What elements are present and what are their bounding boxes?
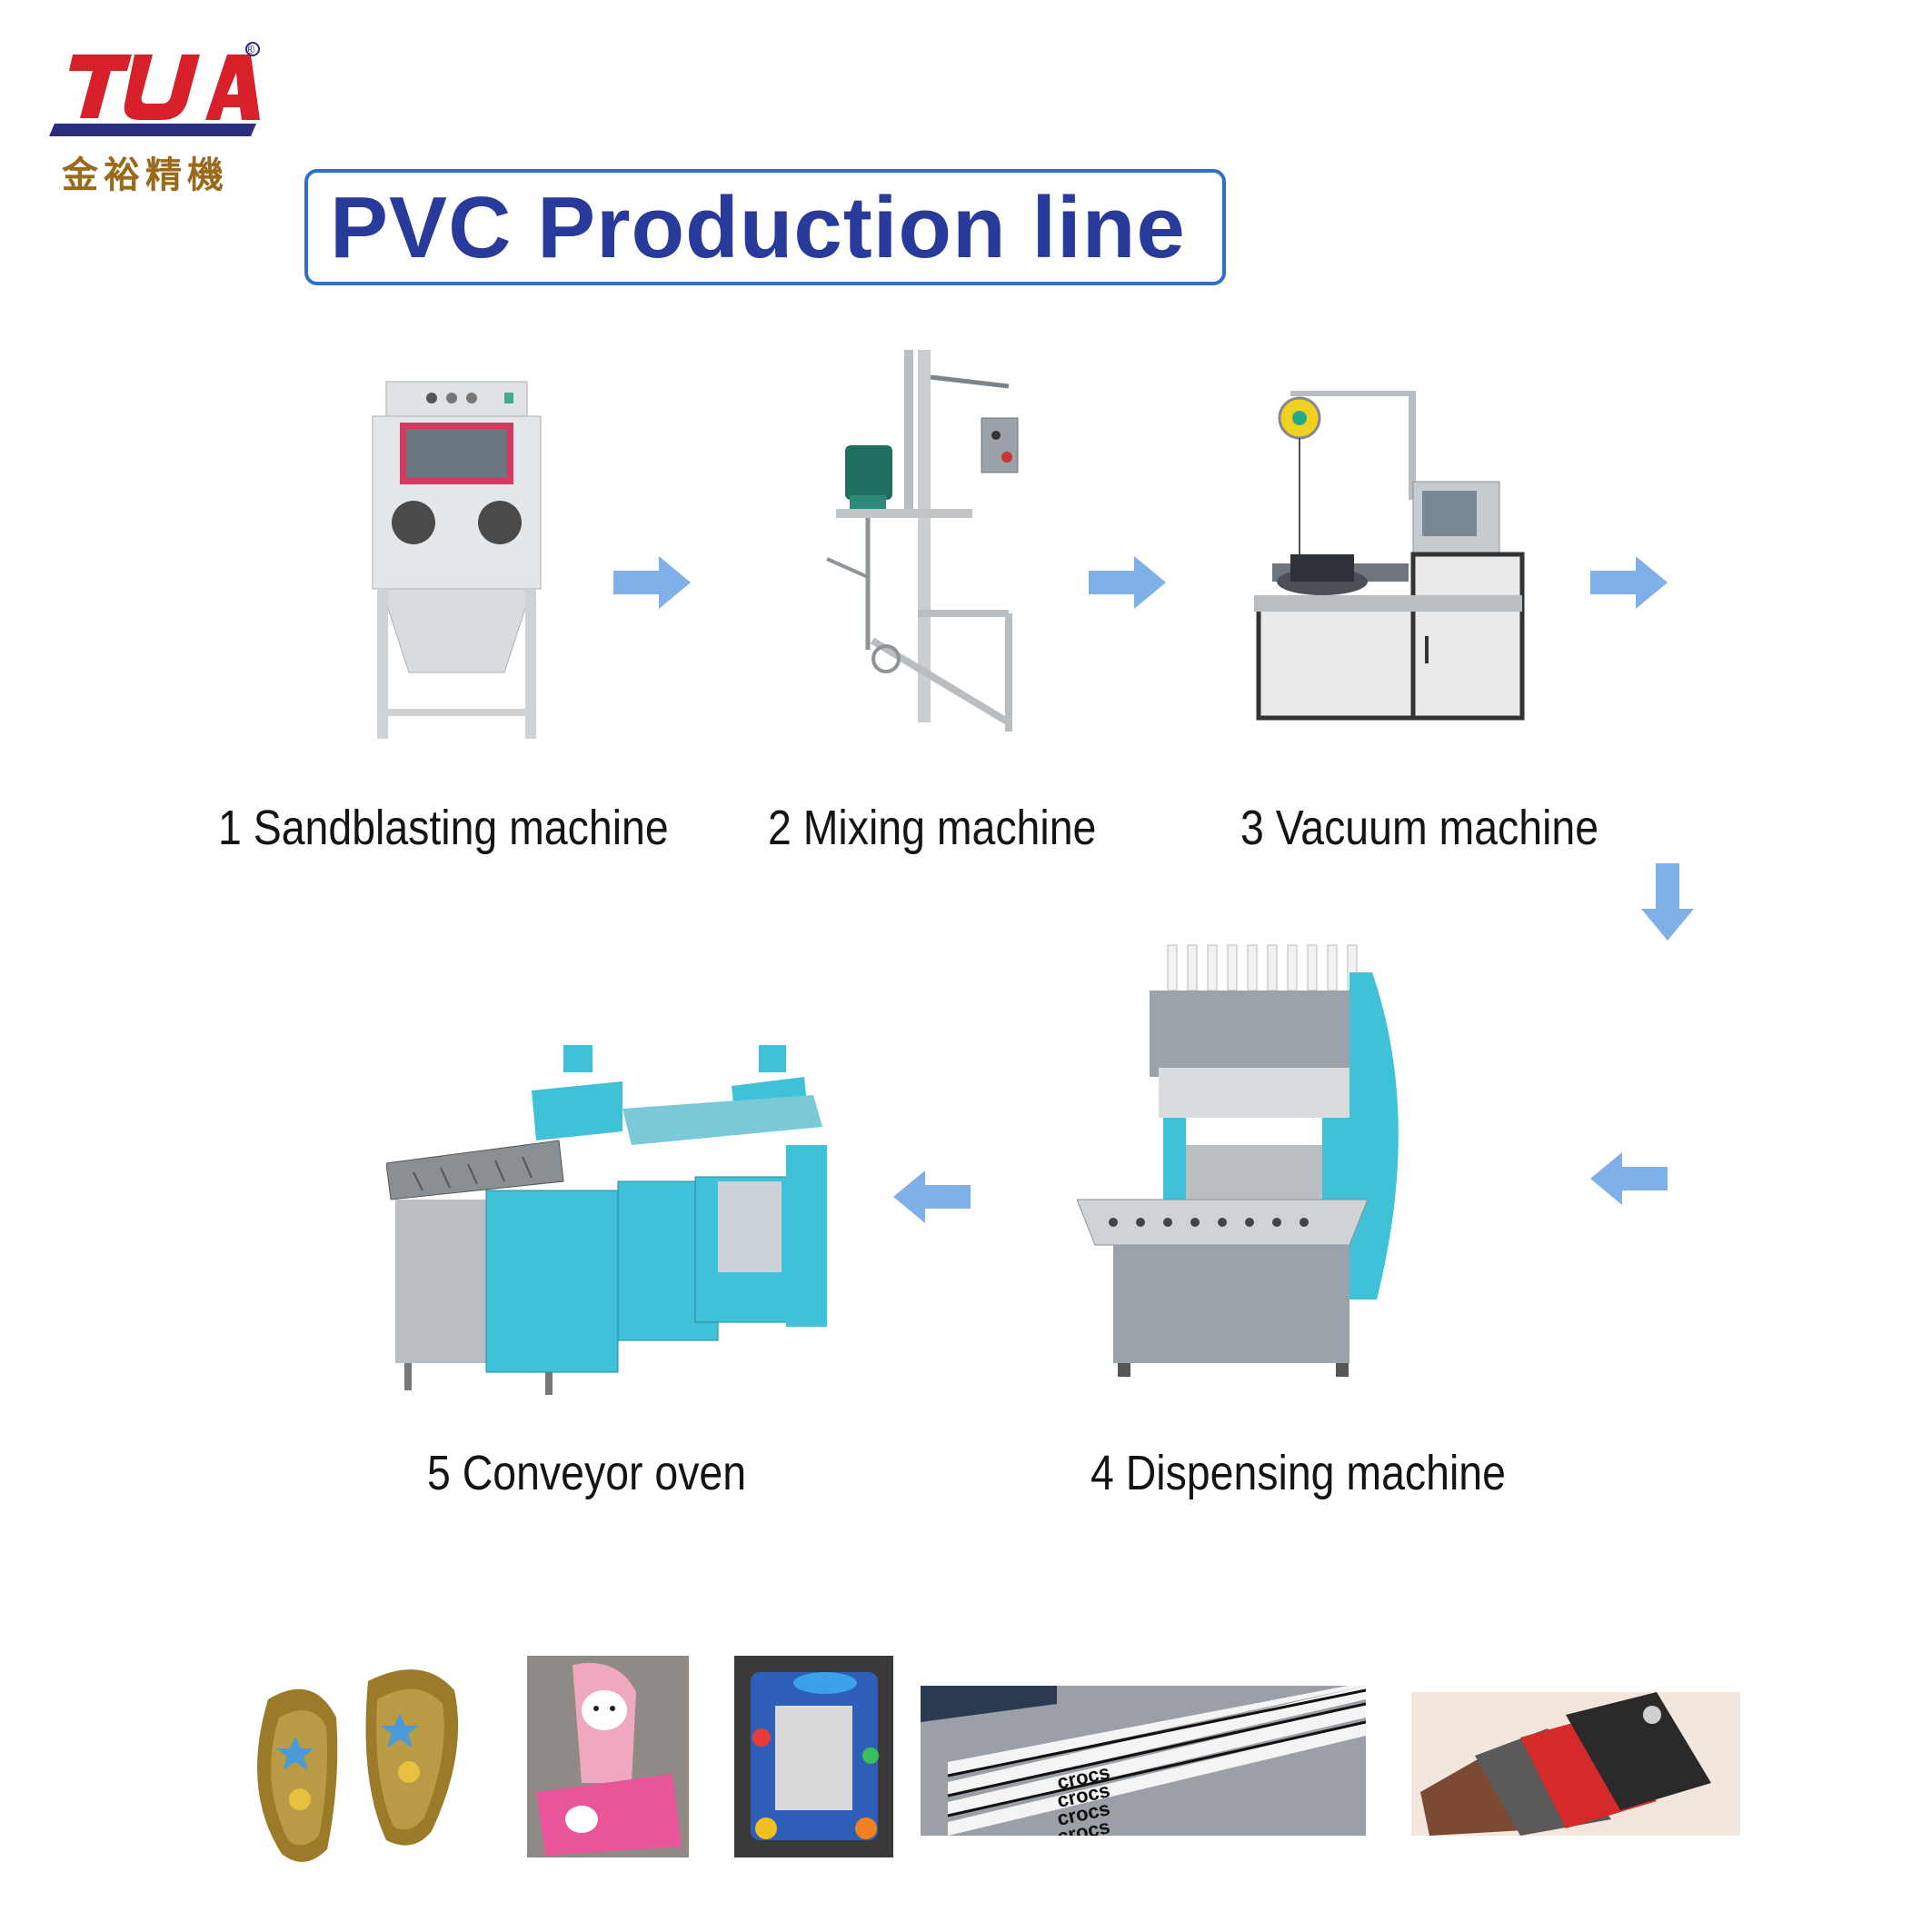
- arrow-right-icon: [1590, 556, 1668, 609]
- step-label-dispensing: 4 Dispensing machine: [1090, 1446, 1506, 1500]
- arrow-right-icon: [613, 556, 691, 609]
- step-label-conveyor-oven: 5 Conveyor oven: [427, 1446, 747, 1500]
- dispensing-machine-image: [1077, 936, 1422, 1381]
- step-label-sandblasting: 1 Sandblasting machine: [218, 801, 669, 855]
- product-crocs-tape-image: crocs crocs crocs crocs: [921, 1686, 1366, 1836]
- title-box: PVC Production line: [304, 169, 1226, 285]
- mixing-machine-image: [818, 341, 1027, 745]
- logo-chinese-text: 金裕精機: [62, 154, 229, 196]
- arrow-left-icon: [893, 1170, 971, 1223]
- page-title: PVC Production line: [330, 179, 1186, 276]
- step-label-vacuum: 3 Vacuum machine: [1240, 801, 1599, 855]
- brand-logo: ® 金裕精機: [45, 36, 264, 196]
- product-sandal-insoles-image: [232, 1654, 477, 1872]
- arrow-right-icon: [1089, 556, 1166, 609]
- jua-logo-mark: [49, 42, 260, 136]
- product-kids-slipper-image: [527, 1656, 689, 1857]
- arrow-left-icon: [1590, 1152, 1668, 1205]
- step-label-mixing: 2 Mixing machine: [768, 801, 1097, 855]
- registered-mark: ®: [245, 42, 255, 56]
- product-coasters-image: [1411, 1692, 1740, 1836]
- arrow-down-icon: [1641, 863, 1694, 941]
- conveyor-oven-image: [386, 1045, 836, 1395]
- sandblasting-machine-image: [368, 373, 545, 741]
- product-photo-frame-image: [734, 1656, 893, 1857]
- vacuum-machine-image: [1254, 373, 1527, 736]
